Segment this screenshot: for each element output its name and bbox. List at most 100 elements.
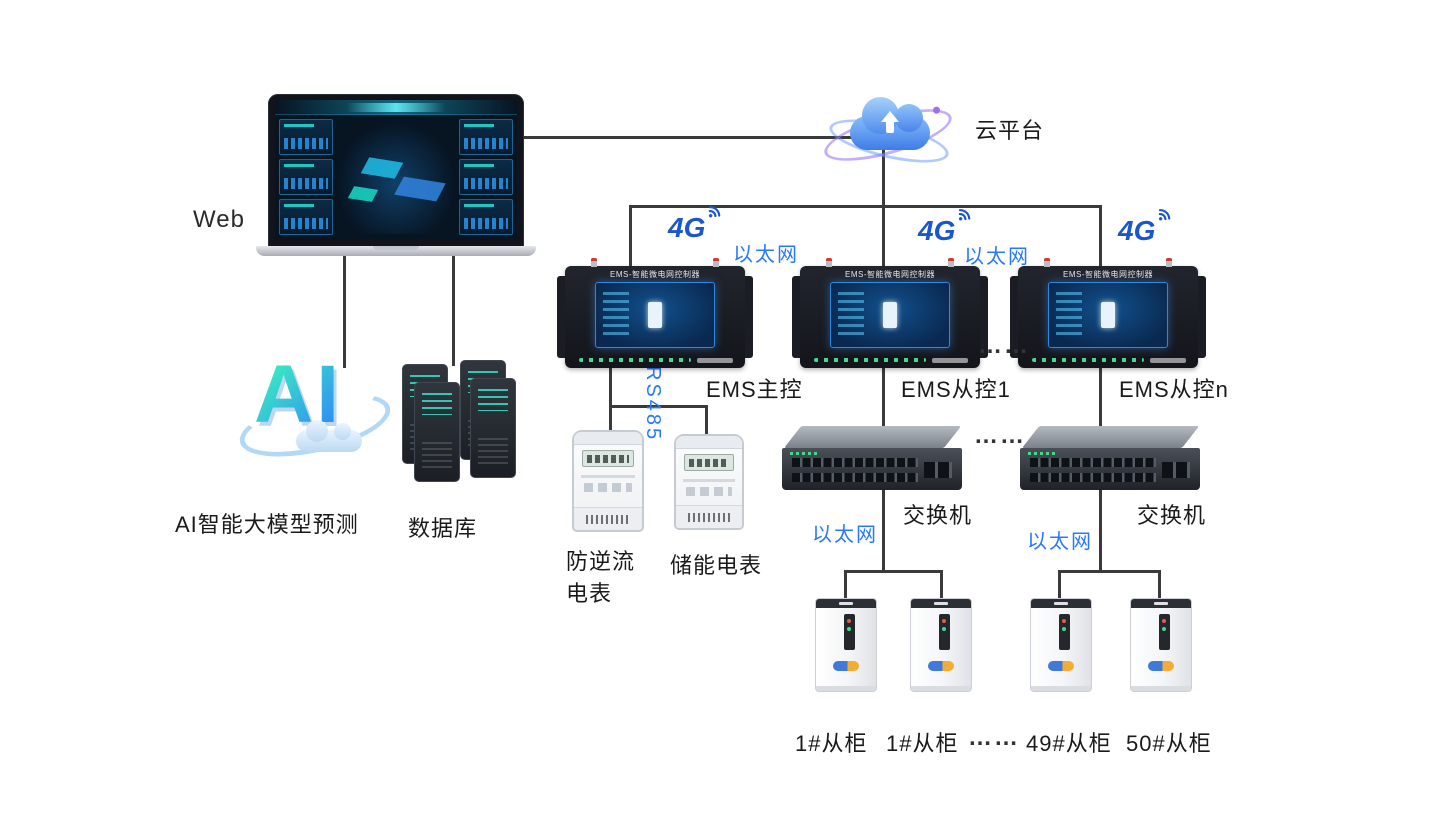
signal-icon bbox=[1159, 209, 1171, 221]
ems-slaven-label: EMS从控n bbox=[1119, 377, 1229, 402]
ems-screen bbox=[1048, 282, 1168, 348]
ems-brand-strip bbox=[697, 358, 733, 363]
cabinet-control-strip bbox=[843, 614, 855, 650]
dashboard-left-panels bbox=[279, 119, 333, 239]
ems-device-title: EMS-智能微电网控制器 bbox=[845, 270, 935, 279]
connector-ems-switch2 bbox=[1099, 368, 1102, 426]
cabinet-49 bbox=[1030, 598, 1092, 692]
ellipsis-cabinet: …… bbox=[968, 724, 1020, 751]
ems-slave1-device: EMS-智能微电网控制器 bbox=[792, 258, 988, 368]
database-label: 数据库 bbox=[408, 516, 478, 541]
antenna-icon bbox=[948, 258, 954, 267]
ems-master-label: EMS主控 bbox=[706, 377, 803, 402]
connector-laptop-ai bbox=[343, 250, 346, 368]
meter-head bbox=[574, 432, 642, 445]
cabinet-logo-badge bbox=[833, 661, 859, 671]
laptop-base bbox=[256, 246, 536, 256]
cabinet50-label: 50#从柜 bbox=[1126, 731, 1212, 756]
web-label: Web bbox=[193, 206, 245, 233]
connector-ems-meter2 bbox=[705, 405, 708, 434]
cabinet-control-strip bbox=[1058, 614, 1070, 650]
cabinet-50 bbox=[1130, 598, 1192, 692]
ethernet-label: 以太网 bbox=[733, 244, 799, 266]
cabinet-top-strip bbox=[911, 599, 971, 608]
antenna-icon bbox=[826, 258, 832, 267]
dashboard-panel bbox=[459, 199, 513, 235]
dashboard-right-panels bbox=[459, 119, 513, 239]
antenna-icon bbox=[591, 258, 597, 267]
cabinet-2 bbox=[910, 598, 972, 692]
ems-slave1-label: EMS从控1 bbox=[901, 377, 1011, 402]
connector-trunk-ems-slave1 bbox=[882, 205, 885, 266]
ai-cloud-icon bbox=[296, 420, 362, 452]
storage-meter bbox=[674, 434, 744, 530]
connector-ems-switch1 bbox=[882, 368, 885, 426]
dashboard-panel bbox=[279, 159, 333, 195]
scene-block bbox=[347, 186, 379, 202]
server-tower bbox=[414, 382, 460, 482]
ems-device-title: EMS-智能微电网控制器 bbox=[610, 270, 700, 279]
mount-flange bbox=[1198, 276, 1206, 358]
meter-buttons bbox=[685, 487, 733, 496]
switch-port-grid bbox=[792, 458, 918, 482]
ems-slaven-device: EMS-智能微电网控制器 bbox=[1010, 258, 1206, 368]
meter2-label: 储能电表 bbox=[670, 553, 763, 578]
4g-badge: 4G bbox=[1118, 209, 1171, 247]
4g-label: 4G bbox=[918, 215, 956, 246]
scene-block bbox=[360, 157, 404, 179]
dashboard-panel bbox=[279, 199, 333, 235]
rs485-label: RS485 bbox=[642, 366, 664, 443]
cabinet1-label: 1#从柜 bbox=[795, 731, 868, 756]
meter-lcd bbox=[683, 454, 735, 471]
connector-bus1-cab2 bbox=[940, 570, 943, 598]
dashboard-panel bbox=[459, 159, 513, 195]
cabinet-top-strip bbox=[816, 599, 876, 608]
cloud-label: 云平台 bbox=[975, 118, 1045, 143]
dashboard-3d-scene bbox=[337, 122, 455, 234]
switch1-device bbox=[782, 426, 962, 490]
connector-trunk-ems-master bbox=[629, 205, 632, 266]
connector-bus2-cab3 bbox=[1058, 570, 1061, 598]
connector-bus1 bbox=[844, 570, 943, 573]
meter-detail bbox=[580, 475, 636, 478]
ellipsis-switch: …… bbox=[974, 422, 1026, 449]
cabinet-logo-badge bbox=[928, 661, 954, 671]
connector-cloud-trunk bbox=[882, 146, 885, 208]
antenna-icon bbox=[1044, 258, 1050, 267]
switch2-label: 交换机 bbox=[1137, 503, 1207, 528]
meter-detail bbox=[682, 479, 736, 482]
mount-flange bbox=[557, 276, 565, 358]
signal-icon bbox=[709, 206, 721, 218]
switch2-device bbox=[1020, 426, 1200, 490]
mount-flange bbox=[745, 276, 753, 358]
server-tower bbox=[470, 378, 516, 478]
meter-lcd bbox=[582, 450, 634, 467]
connector-bus2 bbox=[1058, 570, 1161, 573]
ems-brand-strip bbox=[1150, 358, 1186, 363]
ai-icon: AI bbox=[254, 349, 342, 440]
cabinet-base bbox=[1031, 686, 1091, 691]
4g-label: 4G bbox=[668, 212, 706, 243]
switch-port-grid bbox=[1030, 458, 1156, 482]
switch-uplink-ports bbox=[924, 462, 952, 478]
mount-flange bbox=[1010, 276, 1018, 358]
4g-label: 4G bbox=[1118, 215, 1156, 246]
laptop bbox=[268, 94, 524, 247]
connector-trunk bbox=[630, 205, 1102, 208]
scene-block bbox=[394, 176, 446, 202]
connector-switch1-bus bbox=[882, 488, 885, 572]
connector-switch2-bus bbox=[1099, 488, 1102, 572]
switch1-label: 交换机 bbox=[903, 503, 973, 528]
cabinet-logo-badge bbox=[1148, 661, 1174, 671]
meter-head bbox=[676, 436, 742, 449]
antenna-icon bbox=[713, 258, 719, 267]
ems-screen bbox=[595, 282, 715, 348]
dashboard-panel bbox=[279, 119, 333, 155]
cabinet-top-strip bbox=[1031, 599, 1091, 608]
cabinet-base bbox=[911, 686, 971, 691]
ethernet-label: 以太网 bbox=[812, 524, 878, 546]
meter-terminal-cover bbox=[676, 505, 742, 528]
ems-screen bbox=[830, 282, 950, 348]
connector-laptop-database bbox=[452, 250, 455, 366]
